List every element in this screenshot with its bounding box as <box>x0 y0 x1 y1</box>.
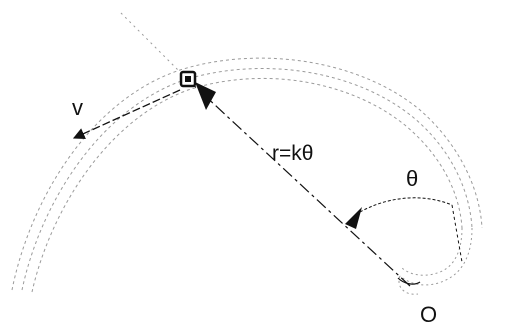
spiral-band-outer <box>11 57 483 291</box>
reference-axis <box>451 204 463 263</box>
radius-line <box>187 79 411 287</box>
angle-arc <box>359 197 453 213</box>
spiral-inner-curl <box>398 227 473 295</box>
spiral-band-inner <box>31 77 463 293</box>
radial-extension <box>119 11 187 79</box>
spiral-path-band <box>11 57 483 293</box>
origin-label: O <box>420 302 437 327</box>
angle-label: θ <box>406 166 418 191</box>
spiral-band-mid <box>21 68 473 291</box>
origin-mark <box>397 277 421 285</box>
satellite-icon <box>179 70 216 110</box>
velocity-vector <box>72 89 181 139</box>
radius-arrow-icon <box>345 207 362 229</box>
radius-label: r=kθ <box>272 142 313 165</box>
velocity-label: v <box>72 95 83 120</box>
